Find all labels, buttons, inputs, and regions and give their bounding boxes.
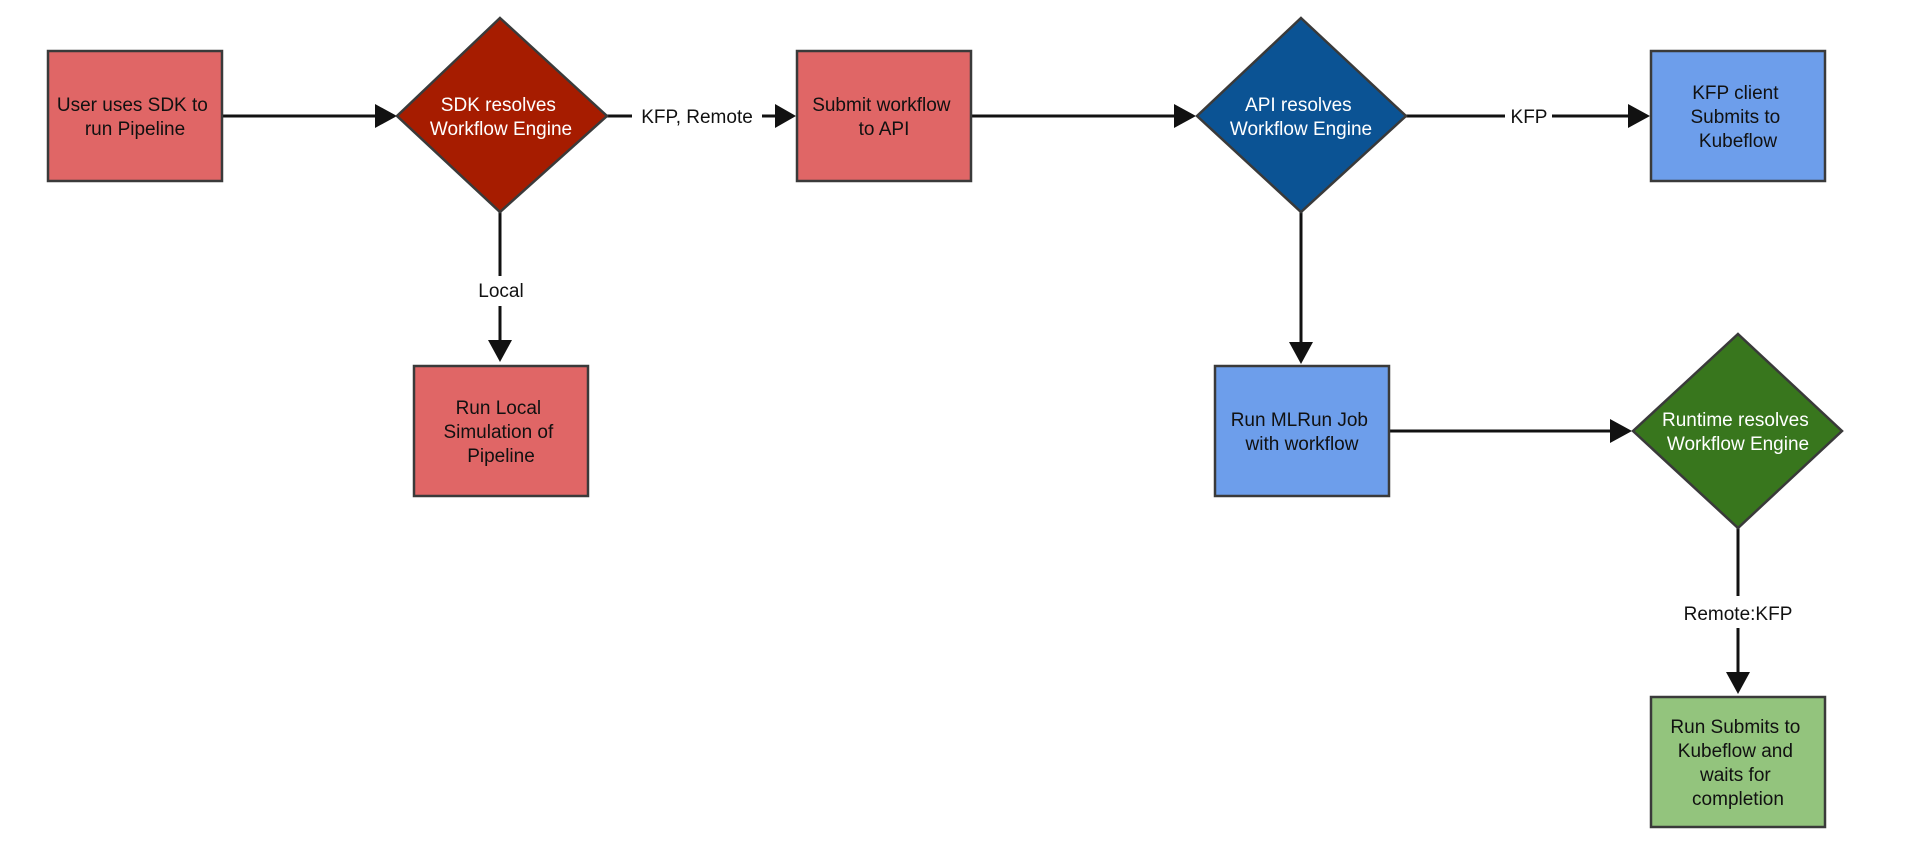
edge-api-resolves-to-kfp-client: KFP — [1406, 104, 1650, 128]
node-run-mlrun-job: Run MLRun Job with workflow — [1213, 364, 1391, 498]
node-run-submits-line-2: Kubeflow and — [1678, 741, 1793, 762]
edge-label-local: Local — [478, 281, 523, 302]
node-api-resolves-line-2: Workflow Engine — [1230, 119, 1372, 140]
node-sdk-resolves-line-2: Workflow Engine — [430, 119, 572, 140]
node-runtime-resolves-engine: Runtime resolves Workflow Engine — [1631, 332, 1844, 530]
node-run-local-line-3: Pipeline — [467, 446, 535, 467]
node-kfp-client-line-2: Submits to — [1690, 107, 1780, 128]
node-run-submits-line-3: waits for — [1699, 765, 1771, 786]
edge-runtime-resolves-to-run-submits: Remote:KFP — [1684, 528, 1793, 694]
svg-text:Submit workflow to API: Submit workflow to API — [812, 95, 956, 140]
node-run-submits-to-kubeflow: Run Submits to Kubeflow and waits for co… — [1649, 695, 1827, 829]
edge-api-resolves-to-run-mlrun — [1289, 212, 1313, 364]
edge-label-remote-kfp: Remote:KFP — [1684, 604, 1793, 625]
node-submit-api-line-1: Submit workflow — [812, 95, 951, 116]
node-user-uses-sdk: User uses SDK to run Pipeline — [46, 49, 224, 183]
svg-text:SDK resolves Workflow En: SDK resolves Workflow Engine — [430, 95, 572, 140]
node-user-uses-sdk-line-1: User uses SDK to — [57, 95, 208, 116]
node-api-resolves-engine: API resolves Workflow Engine — [1195, 16, 1408, 214]
node-run-mlrun-line-1: Run MLRun Job — [1231, 410, 1368, 431]
node-sdk-resolves-line-1: SDK resolves — [441, 95, 556, 116]
node-run-local-simulation: Run Local Simulation of Pipeline — [412, 364, 590, 498]
node-submit-workflow-to-api: Submit workflow to API — [795, 49, 973, 183]
svg-text:Runtime resolves Workflo: Runtime resolves Workflow Engine — [1662, 410, 1814, 455]
node-run-submits-line-4: completion — [1692, 789, 1784, 810]
svg-text:Run Submits to Kubeflow: Run Submits to Kubeflow and waits for co… — [1670, 717, 1805, 810]
node-run-local-line-1: Run Local — [456, 398, 542, 419]
node-run-mlrun-line-2: with workflow — [1245, 434, 1359, 455]
svg-text:User uses SDK to run Pip: User uses SDK to run Pipeline — [57, 95, 213, 140]
node-sdk-resolves-engine: SDK resolves Workflow Engine — [395, 16, 609, 214]
node-submit-api-line-2: to API — [859, 119, 910, 140]
edge-label-kfp: KFP — [1511, 107, 1548, 128]
edge-label-kfp-remote: KFP, Remote — [641, 107, 753, 128]
edge-submit-api-to-api-resolves — [971, 104, 1196, 128]
node-user-uses-sdk-line-2: run Pipeline — [85, 119, 185, 140]
svg-text:API resolves Workflow En: API resolves Workflow Engine — [1230, 95, 1372, 140]
node-api-resolves-line-1: API resolves — [1245, 95, 1352, 116]
svg-text:Run Local Simulation of: Run Local Simulation of Pipeline — [443, 398, 558, 467]
edge-user-to-sdk-resolves — [222, 104, 397, 128]
node-runtime-resolves-line-1: Runtime resolves — [1662, 410, 1809, 431]
node-kfp-client: KFP client Submits to Kubeflow — [1649, 49, 1827, 183]
node-runtime-resolves-line-2: Workflow Engine — [1667, 434, 1809, 455]
edge-sdk-resolves-to-submit-api: KFP, Remote — [607, 104, 796, 128]
node-run-submits-line-1: Run Submits to — [1670, 717, 1800, 738]
edge-run-mlrun-to-runtime-resolves — [1389, 419, 1632, 443]
svg-text:KFP client Submits to: KFP client Submits to Kubeflow — [1690, 83, 1785, 152]
node-kfp-client-line-3: Kubeflow — [1699, 131, 1777, 152]
svg-text:Run MLRun Job with workf: Run MLRun Job with workflow — [1231, 410, 1374, 455]
node-kfp-client-line-1: KFP client — [1692, 83, 1779, 104]
edge-sdk-resolves-to-run-local: Local — [478, 212, 524, 362]
node-run-local-line-2: Simulation of — [443, 422, 554, 443]
